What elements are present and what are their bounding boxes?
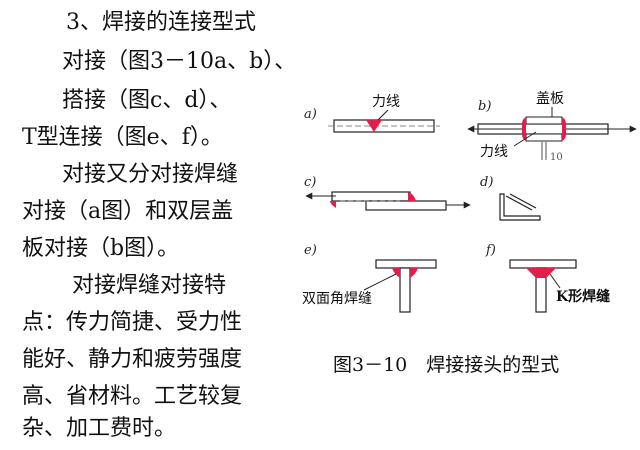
weld-b-left	[521, 117, 526, 141]
diagram-d-angle-lap: d)	[480, 175, 541, 221]
label-d: d)	[480, 175, 493, 190]
weld-f	[526, 268, 556, 278]
label-a: a)	[304, 107, 317, 122]
text-line-11: 高、省材料。工艺较复	[22, 384, 243, 409]
double-fillet-label: 双面角焊缝	[302, 291, 372, 307]
cover-top	[525, 116, 563, 125]
k-weld-label: K形焊缝	[556, 288, 610, 305]
figure-caption: 图3－10 焊接接头的型式	[333, 354, 560, 376]
diagram-b-cover-plate: b) 盖板 10 力线	[467, 91, 637, 163]
label-f: f)	[485, 243, 496, 258]
section-heading: 3、焊接的连接型式	[66, 10, 256, 35]
text-line-5: 对接又分对接焊缝	[62, 162, 239, 187]
plate-c-bottom	[365, 200, 447, 211]
leader-f	[549, 273, 561, 289]
label-e: e)	[304, 243, 317, 258]
leader-e	[363, 273, 397, 291]
text-line-7: 板对接（b图）。	[22, 236, 180, 261]
weld-e-right	[410, 268, 418, 278]
leader-a	[377, 109, 389, 121]
diagram-e-tee-fillet: e) 双面角焊缝	[302, 243, 437, 313]
web-e	[399, 267, 411, 313]
weld-joint-figure: a) 力线 b) 盖板 10 力线 c) d)	[302, 91, 637, 313]
weld-b-right	[562, 117, 567, 141]
label-c: c)	[304, 175, 316, 190]
text-line-9: 点：传力简捷、受力性	[22, 310, 243, 335]
text-line-lap: 搭接（图c、d）、	[62, 88, 232, 113]
text-line-butt: 对接（图3－10a、b）、	[62, 49, 297, 74]
diagram-a-butt-weld: a) 力线	[304, 94, 440, 133]
force-line-label-a: 力线	[372, 94, 400, 110]
text-line-12: 杂、加工费时。	[22, 416, 177, 441]
plate-d	[505, 195, 533, 211]
weld-c-right	[408, 192, 416, 201]
diagram-c-lap-joint: c)	[304, 175, 471, 211]
text-line-tee: T型连接（图e、f）。	[22, 125, 223, 150]
leader-b-force	[513, 131, 537, 147]
flange-e	[375, 259, 437, 269]
cover-plate-label: 盖板	[536, 91, 564, 107]
plate-c-top	[331, 191, 411, 202]
weld-a	[366, 120, 382, 132]
text-line-10: 能好、静力和疲劳强度	[22, 347, 243, 372]
flange-f	[509, 259, 577, 269]
label-b: b)	[478, 99, 491, 114]
weld-c-left	[330, 201, 336, 208]
text-line-6: 对接（a图）和双层盖	[22, 199, 234, 224]
weld-e-left	[392, 268, 400, 278]
force-line-label-b: 力线	[480, 144, 508, 160]
plate-d2	[509, 193, 537, 209]
angle-d	[499, 193, 541, 221]
dim-b-value: 10	[550, 152, 563, 163]
text-line-8: 对接焊缝对接特	[72, 273, 227, 298]
diagram-f-tee-k-weld: f) K形焊缝	[485, 243, 610, 313]
